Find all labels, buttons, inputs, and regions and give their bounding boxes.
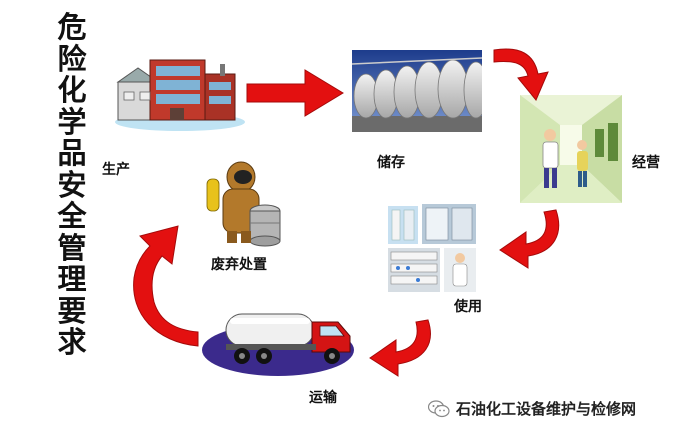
storage-tanks-icon <box>352 50 482 132</box>
arrow-operation-to-use <box>499 209 560 269</box>
title-char: 全 <box>57 199 87 233</box>
wechat-icon <box>428 399 450 417</box>
diagram-title: 危险化学品安全管理要求 <box>55 10 89 359</box>
arrow-storage-to-operation <box>493 48 549 101</box>
label-operation: 经营 <box>632 155 660 171</box>
label-use: 使用 <box>454 299 482 315</box>
label-storage: 储存 <box>377 155 405 171</box>
factory-icon <box>115 59 245 131</box>
arrow-transport-to-disposal <box>133 225 199 347</box>
label-production: 生产 <box>102 162 130 178</box>
business-corridor-icon <box>520 95 622 203</box>
arrow-production-to-storage <box>246 69 344 117</box>
label-transport: 运输 <box>309 390 337 406</box>
arrow-use-to-transport <box>369 319 431 377</box>
title-char: 危 <box>57 10 87 44</box>
watermark: 石油化工设备维护与检修网 <box>428 398 636 419</box>
title-char: 品 <box>57 136 87 170</box>
title-char: 要 <box>57 293 87 328</box>
title-char: 化 <box>57 73 87 107</box>
label-disposal: 废弃处置 <box>211 257 267 273</box>
title-char: 理 <box>57 262 87 296</box>
hazmat-worker-icon <box>206 161 281 247</box>
watermark-text: 石油化工设备维护与检修网 <box>456 400 637 418</box>
title-char: 险 <box>57 41 87 76</box>
title-char: 安 <box>57 167 87 202</box>
title-char: 求 <box>57 325 87 359</box>
tanker-truck-icon <box>202 313 354 376</box>
laboratory-icon <box>386 202 478 294</box>
title-char: 学 <box>57 104 87 139</box>
title-char: 管 <box>57 230 87 265</box>
